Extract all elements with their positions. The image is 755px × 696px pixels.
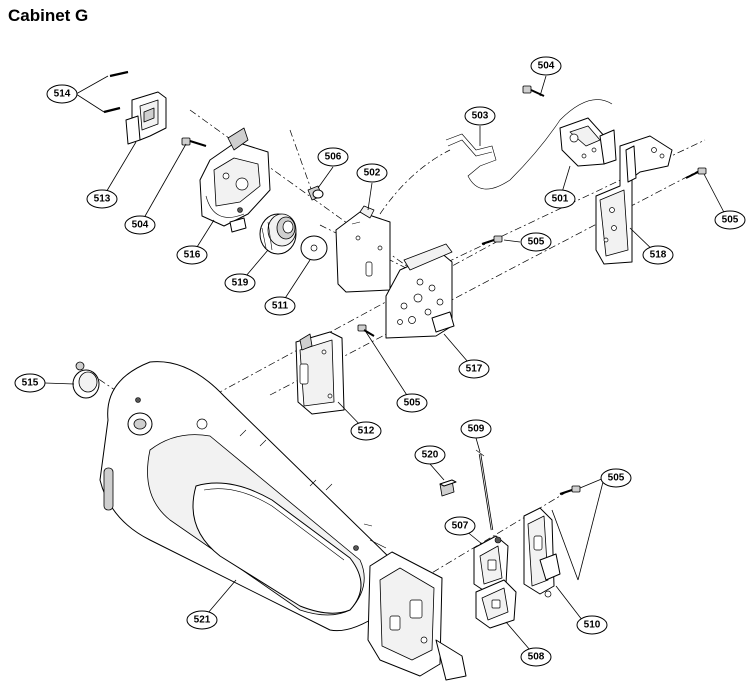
svg-text:513: 513 — [94, 194, 111, 205]
part-502-plate — [335, 205, 391, 293]
callout-517: 517 — [458, 359, 490, 379]
part-517-bracket-plate — [385, 243, 455, 339]
svg-text:512: 512 — [358, 426, 375, 437]
page-title: Cabinet G — [8, 6, 89, 25]
part-507-latch — [473, 535, 509, 593]
svg-text:505: 505 — [404, 398, 421, 409]
svg-text:508: 508 — [528, 652, 545, 663]
svg-text:503: 503 — [472, 111, 489, 122]
svg-text:505: 505 — [608, 473, 625, 484]
callout-508: 508 — [520, 647, 552, 667]
callout-519: 519 — [224, 273, 256, 293]
svg-text:505: 505 — [722, 215, 739, 226]
svg-text:518: 518 — [650, 250, 667, 261]
callout-505-c: 505 — [396, 393, 428, 413]
callout-503: 503 — [464, 106, 496, 126]
part-515-cap — [72, 361, 100, 399]
callout-518: 518 — [642, 245, 674, 265]
svg-text:515: 515 — [22, 378, 39, 389]
callout-506: 506 — [317, 147, 349, 167]
svg-text:519: 519 — [232, 278, 249, 289]
part-521-cabinet-shell — [99, 361, 467, 681]
callout-511: 511 — [264, 296, 296, 316]
svg-text:502: 502 — [364, 168, 381, 179]
svg-text:521: 521 — [194, 615, 211, 626]
svg-text:504: 504 — [538, 61, 555, 72]
part-509-rod — [475, 449, 494, 531]
svg-text:509: 509 — [468, 424, 485, 435]
callout-514: 514 — [46, 84, 78, 104]
callout-509: 509 — [460, 419, 492, 439]
callout-516: 516 — [176, 245, 208, 265]
svg-text:520: 520 — [422, 450, 439, 461]
part-505-screw-a — [481, 235, 503, 245]
callout-510: 510 — [576, 615, 608, 635]
part-519-lens-ring — [259, 213, 297, 255]
svg-text:517: 517 — [466, 364, 483, 375]
part-510-side-latch — [523, 507, 561, 598]
part-514-pins — [103, 70, 129, 114]
part-504-screw-b — [522, 85, 545, 97]
callout-504-b: 504 — [530, 56, 562, 76]
part-505-screw-b — [685, 167, 707, 179]
part-516-lens-holder — [199, 127, 271, 233]
callout-513: 513 — [86, 189, 118, 209]
part-503-wire — [379, 99, 613, 215]
callout-504-a: 504 — [124, 215, 156, 235]
part-511-washer — [300, 235, 328, 261]
callout-507: 507 — [444, 516, 476, 536]
svg-text:501: 501 — [552, 194, 569, 205]
svg-text:510: 510 — [584, 620, 601, 631]
part-520-block — [439, 479, 457, 497]
callout-505-a: 505 — [520, 232, 552, 252]
svg-text:514: 514 — [54, 89, 71, 100]
part-508-latch-housing — [475, 579, 517, 629]
callout-505-b: 505 — [714, 210, 746, 230]
part-505-screw-d — [559, 485, 581, 495]
svg-text:507: 507 — [452, 521, 469, 532]
part-504-screw-a — [181, 137, 207, 147]
callout-505-d: 505 — [600, 468, 632, 488]
part-518-angled-bracket — [595, 135, 673, 265]
callout-515: 515 — [14, 373, 46, 393]
svg-text:505: 505 — [528, 237, 545, 248]
svg-text:504: 504 — [132, 220, 149, 231]
part-513-clip-bracket — [125, 91, 167, 145]
part-505-screw-c — [357, 324, 375, 337]
svg-text:506: 506 — [325, 152, 342, 163]
svg-text:516: 516 — [184, 250, 201, 261]
part-506-bushing — [307, 185, 324, 201]
callout-501: 501 — [544, 189, 576, 209]
callout-502: 502 — [356, 163, 388, 183]
callout-521: 521 — [186, 610, 218, 630]
part-512-side-bracket — [295, 331, 345, 415]
svg-text:511: 511 — [272, 301, 289, 312]
callout-520: 520 — [414, 445, 446, 465]
part-501-hinge-bracket — [559, 117, 617, 167]
callout-512: 512 — [350, 421, 382, 441]
